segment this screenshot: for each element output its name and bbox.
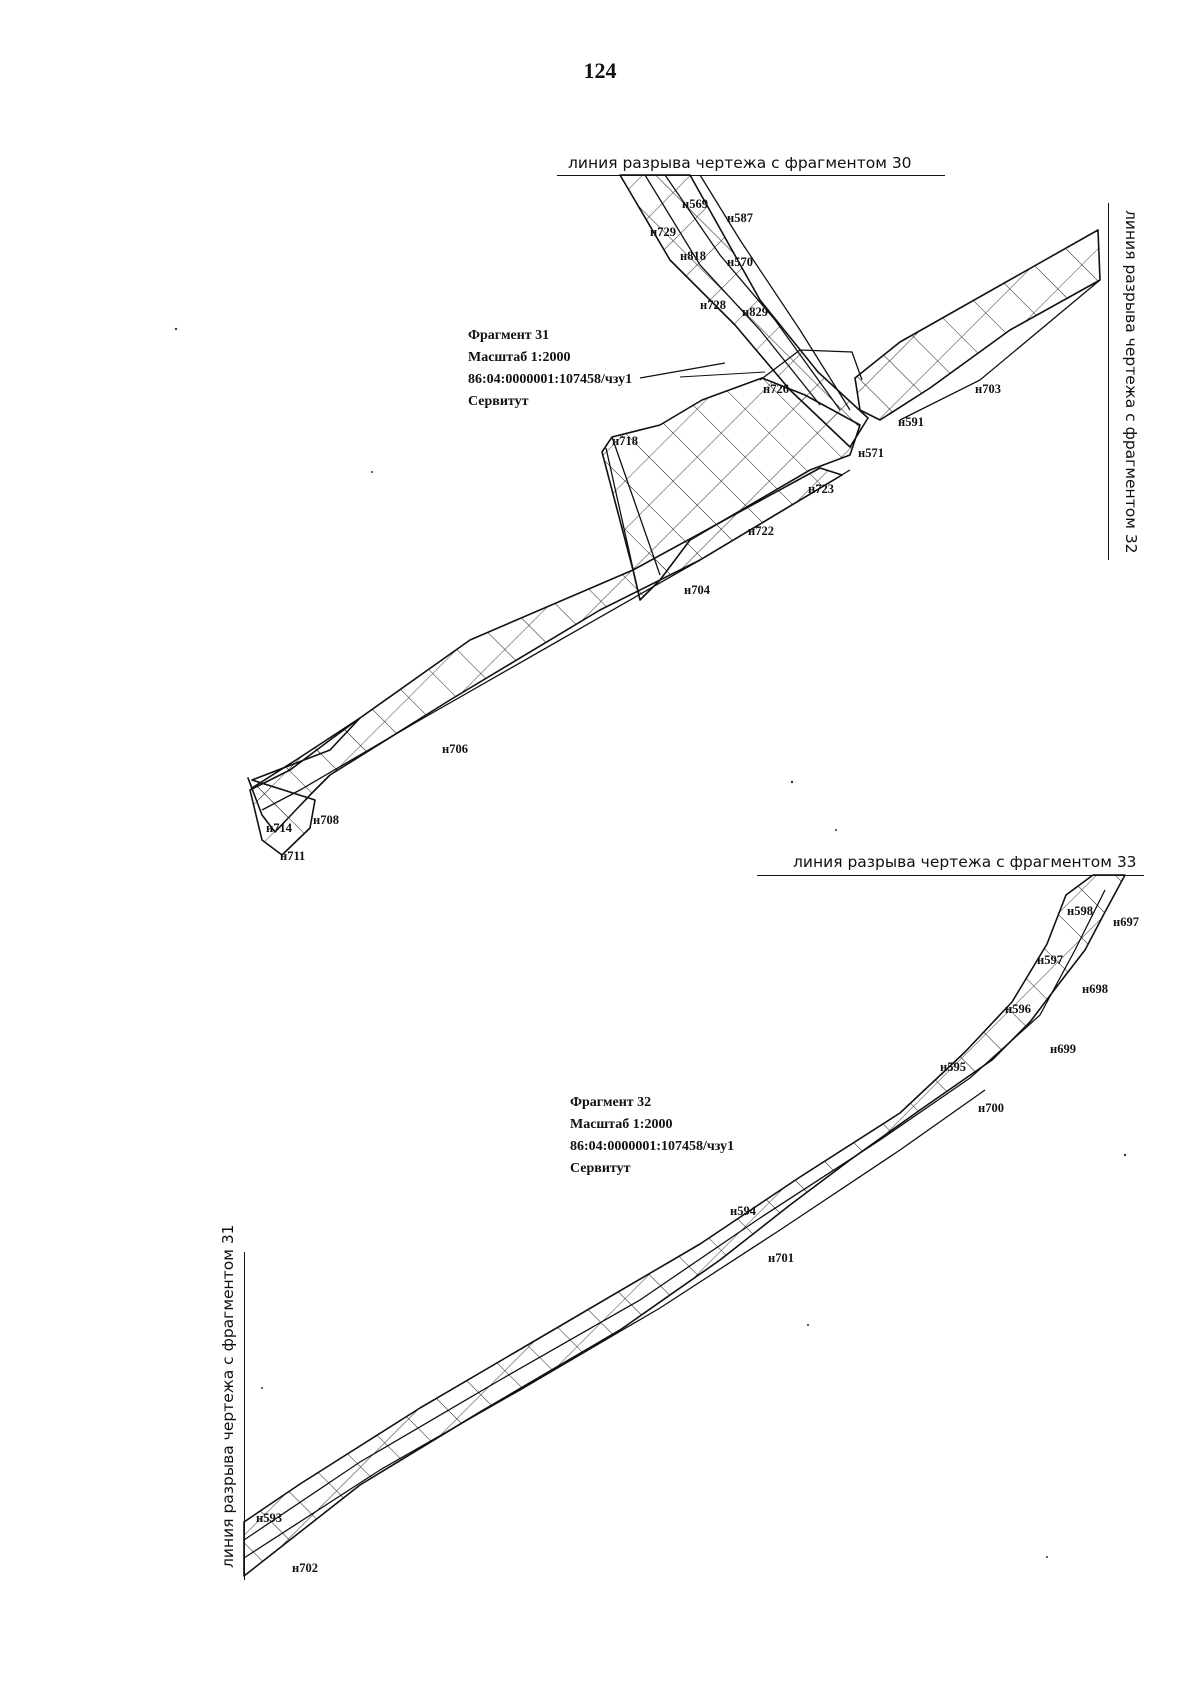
point-label-n829: н829 bbox=[742, 305, 768, 319]
fragment32-type: Сервитут bbox=[570, 1161, 631, 1176]
point-label-n714: н714 bbox=[266, 821, 293, 835]
point-label-n718: н718 bbox=[612, 434, 638, 448]
fragment31-boundary-lines bbox=[261, 174, 1101, 811]
point-label-n598: н598 bbox=[1067, 904, 1093, 918]
fragment32-boundary-lines bbox=[243, 889, 1106, 1559]
fragment31-cadastral-number: 86:04:0000001:107458/чзу1 bbox=[468, 372, 633, 387]
point-label-n706: н706 bbox=[442, 742, 468, 756]
break-line-fragment30 bbox=[557, 175, 945, 176]
scan-specks bbox=[174, 327, 1127, 1558]
point-label-n704: н704 bbox=[684, 583, 711, 597]
point-label-n700: н700 bbox=[978, 1101, 1004, 1115]
servitude-area-southwest-end bbox=[249, 717, 361, 856]
point-label-n570: н570 bbox=[727, 255, 753, 269]
point-label-n699: н699 bbox=[1050, 1042, 1076, 1056]
point-label-n711: н711 bbox=[280, 849, 305, 863]
break-line-fragment32 bbox=[1108, 203, 1109, 560]
fragment32-cadastral-number: 86:04:0000001:107458/чзу1 bbox=[570, 1139, 735, 1154]
point-label-n726: н726 bbox=[763, 382, 789, 396]
fragment31-drawing bbox=[247, 174, 1101, 856]
fragment31-type: Сервитут bbox=[468, 394, 529, 409]
point-label-n697: н697 bbox=[1113, 915, 1139, 929]
break-label-fragment30: линия разрыва чертежа с фрагментом 30 bbox=[568, 154, 912, 172]
point-label-n703: н703 bbox=[975, 382, 1001, 396]
point-label-n594: н594 bbox=[730, 1204, 757, 1218]
fragment31-caption: Фрагмент 31 Масштаб 1:2000 86:04:0000001… bbox=[468, 325, 632, 413]
point-label-n723: н723 bbox=[808, 482, 834, 496]
fragment31-leader-line bbox=[679, 371, 766, 378]
servitude-area-north-corridor bbox=[619, 174, 869, 448]
servitude-area-southwest-strip bbox=[247, 467, 843, 833]
fragment32-scale: Масштаб 1:2000 bbox=[570, 1117, 673, 1132]
point-label-n818: н818 bbox=[680, 249, 706, 263]
break-label-fragment31: линия разрыва чертежа с фрагментом 31 bbox=[219, 1224, 237, 1568]
fragment31-title: Фрагмент 31 bbox=[468, 328, 550, 343]
servitude-area-main-strip bbox=[243, 874, 1126, 1577]
break-line-fragment33 bbox=[757, 875, 1144, 876]
point-label-n701: н701 bbox=[768, 1251, 794, 1265]
point-labels: н569 н587 н729 н818 н570 н728 н829 н726 … bbox=[256, 197, 1139, 1575]
point-label-n571: н571 bbox=[858, 446, 884, 460]
fragment32-drawing bbox=[243, 874, 1126, 1577]
fragment32-caption: Фрагмент 32 Масштаб 1:2000 86:04:0000001… bbox=[570, 1092, 734, 1180]
point-label-n729: н729 bbox=[650, 225, 676, 239]
servitude-area-east-arm bbox=[854, 229, 1101, 421]
point-label-n569: н569 bbox=[682, 197, 708, 211]
point-label-n595: н595 bbox=[940, 1060, 966, 1074]
point-label-n722: н722 bbox=[748, 524, 774, 538]
page-number: 124 bbox=[583, 58, 617, 83]
point-label-n587: н587 bbox=[727, 211, 753, 225]
point-label-n597: н597 bbox=[1037, 953, 1063, 967]
break-label-fragment33: линия разрыва чертежа с фрагментом 33 bbox=[793, 853, 1137, 871]
point-label-n593: н593 bbox=[256, 1511, 282, 1525]
point-label-n708: н708 bbox=[313, 813, 339, 827]
break-label-fragment32: линия разрыва чертежа с фрагментом 32 bbox=[1122, 210, 1140, 554]
point-label-n698: н698 bbox=[1082, 982, 1108, 996]
fragment32-title: Фрагмент 32 bbox=[570, 1095, 652, 1110]
point-label-n702: н702 bbox=[292, 1561, 318, 1575]
point-label-n596: н596 bbox=[1005, 1002, 1031, 1016]
break-line-fragment31 bbox=[244, 1252, 245, 1580]
fragment31-scale: Масштаб 1:2000 bbox=[468, 350, 571, 365]
point-label-n728: н728 bbox=[700, 298, 726, 312]
point-label-n591: н591 bbox=[898, 415, 924, 429]
